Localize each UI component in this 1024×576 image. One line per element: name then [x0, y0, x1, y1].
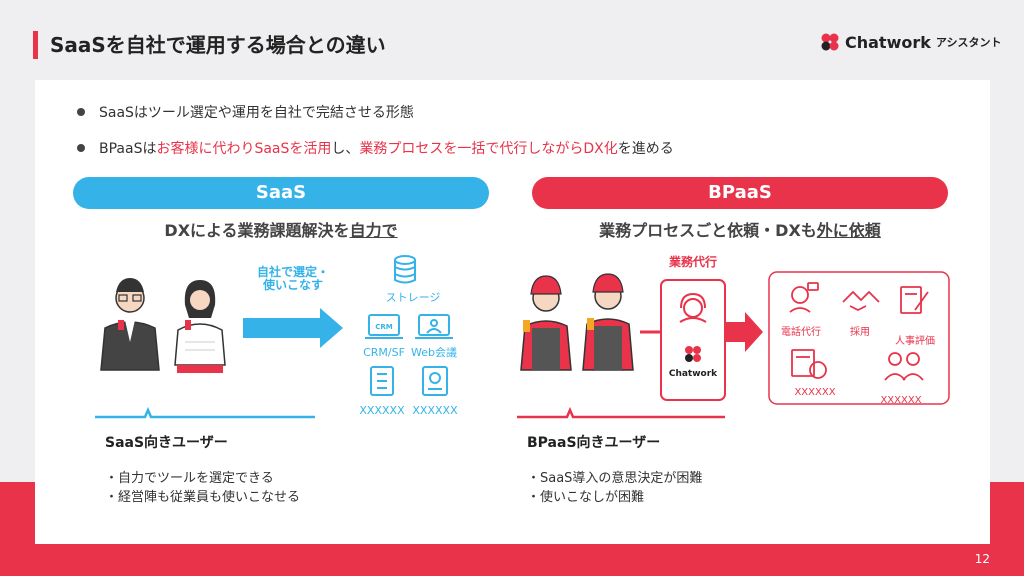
operator-headset-icon [679, 292, 707, 323]
tool-label-web-meeting: Web会議 [411, 346, 457, 359]
bullet-dot [77, 108, 85, 116]
bpaas-proxy-label: 業務代行 [668, 255, 717, 269]
bpaas-user-item: ・SaaS導入の意思決定が困難 [527, 471, 703, 486]
title-accent-bar [33, 31, 38, 59]
saas-user-item: ・経営陣も従業員も使いこなせる [105, 490, 301, 505]
logo-name: Chatwork [845, 32, 931, 52]
bullet-bpaas-mid: し、 [331, 141, 360, 157]
checklist-icon [370, 366, 394, 396]
saas-subtitle-pre: DXによる業務課題解決を [164, 221, 350, 240]
saas-baseline [95, 406, 315, 419]
service-label-recruit: 採用 [850, 327, 870, 338]
tool-label-storage: ストレージ [385, 291, 441, 304]
chatwork-logo-icon [821, 33, 839, 51]
bullet-saas: SaaSはツール選定や運用を自社で完結させる形態 [77, 102, 414, 122]
bpaas-pill: BPaaS [532, 177, 948, 209]
content-card: SaaSはツール選定や運用を自社で完結させる形態 BPaaSはお客様に代わりSa… [35, 80, 990, 544]
saas-pill: SaaS [73, 177, 489, 209]
saas-arrow-label: 自社で選定・ 使いこなす [256, 265, 329, 292]
page-title: SaaSを自社で運用する場合との違い [50, 33, 386, 57]
bullet-bpaas-hl1: お客様に代わりSaaSを活用 [156, 141, 332, 157]
document-clock-icon [791, 349, 827, 379]
bpaas-users-illustration [520, 273, 634, 371]
bullet-bpaas: BPaaSはお客様に代わりSaaSを活用し、業務プロセスを一括で代行しながらDX… [77, 138, 674, 158]
service-label-evaluation: 人事評価 [895, 336, 935, 347]
saas-arrow [243, 308, 343, 348]
tool-label-xxx-2: XXXXXX [412, 404, 458, 417]
bpaas-subtitle-underline: 外に依頼 [816, 221, 881, 240]
bullet-bpaas-hl2: 業務プロセスを一括で代行しながらDX化 [359, 141, 618, 157]
handshake-icon [842, 290, 880, 312]
bpaas-arrow [725, 312, 763, 352]
saas-user-heading: SaaS向きユーザー [105, 435, 228, 451]
saas-subtitle: DXによる業務課題解決を自力で [73, 217, 489, 241]
saas-subtitle-underline: 自力で [349, 221, 398, 240]
bpaas-subtitle: 業務プロセスごと依頼・DXも外に依頼 [532, 217, 948, 241]
phone-call-icon [789, 282, 819, 313]
saas-user-item: ・自力でツールを選定できる [105, 471, 274, 486]
service-label-xxx-1: XXXXXX [794, 387, 836, 398]
tool-label-xxx-1: XXXXXX [359, 404, 405, 417]
bpaas-user-item: ・使いこなしが困難 [527, 490, 645, 505]
crm-icon-text: CRM [375, 323, 393, 331]
illustrations: CRM [95, 255, 950, 419]
bpaas-baseline [517, 406, 725, 419]
service-label-xxx-2: XXXXXX [880, 395, 922, 406]
logo-sub: アシスタント [935, 36, 1002, 49]
bullet-saas-text: SaaSはツール選定や運用を自社で完結させる形態 [99, 105, 414, 121]
bullet-bpaas-pre: BPaaSは [99, 141, 157, 157]
chatwork-mini-logo-icon [685, 346, 701, 362]
people-icon [884, 352, 924, 381]
tool-label-crm: CRM/SF [363, 346, 405, 359]
saas-users-illustration [100, 278, 226, 373]
web-meeting-icon [415, 314, 453, 339]
bpaas-subtitle-pre: 業務プロセスごと依頼・DXも [599, 221, 817, 240]
report-icon [422, 366, 448, 396]
storage-icon [394, 255, 416, 284]
bpaas-user-heading: BPaaS向きユーザー [527, 435, 661, 451]
evaluation-icon [900, 286, 929, 314]
service-label-phone: 電話代行 [781, 327, 821, 338]
bullet-bpaas-post: を進める [617, 141, 674, 157]
crm-sf-icon [365, 314, 403, 339]
page-number: 12 [974, 552, 990, 566]
chatwork-logo: Chatwork アシスタント [820, 32, 1001, 52]
proxy-chatwork-label: Chatwork [668, 369, 718, 379]
bullet-dot [77, 144, 85, 152]
